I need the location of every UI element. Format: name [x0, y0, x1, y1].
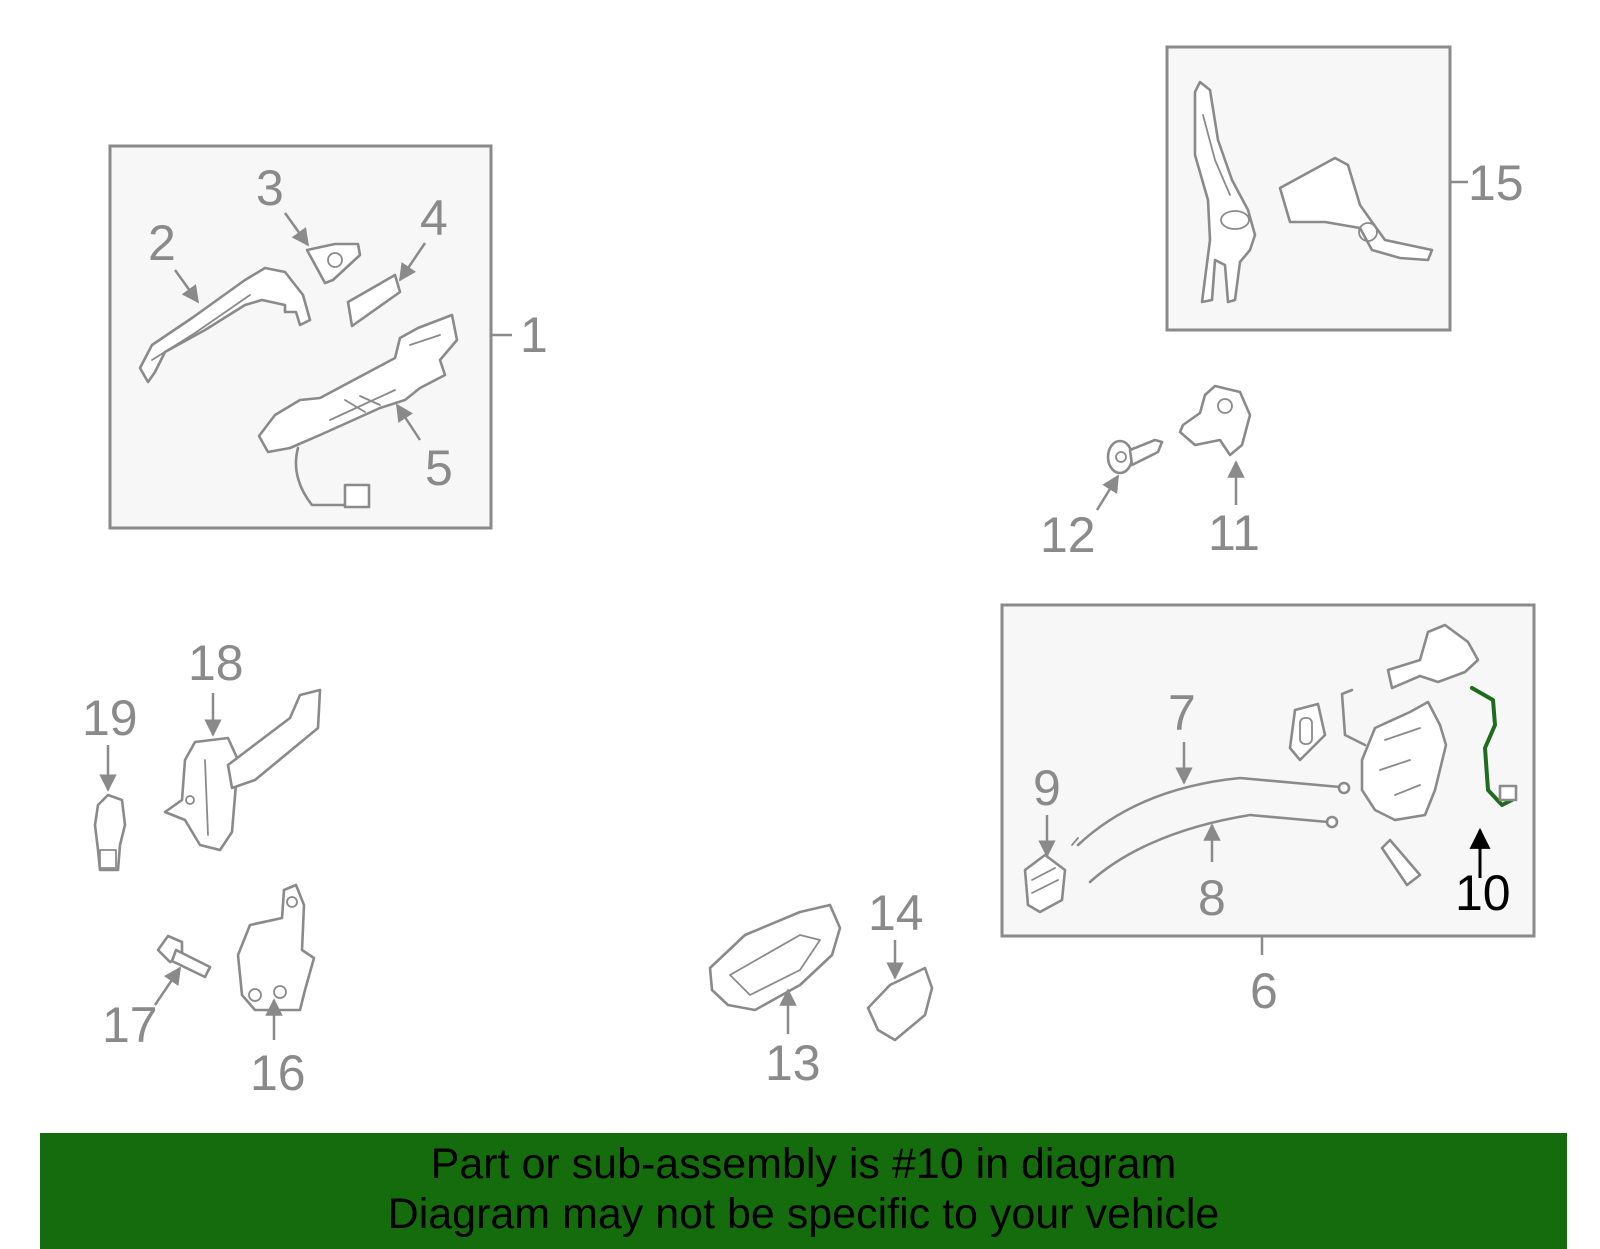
part-door-hinge[interactable] — [236, 883, 316, 1012]
callout-12: 12 — [1040, 507, 1096, 563]
callout-1: 1 — [520, 307, 548, 363]
callout-9: 9 — [1033, 760, 1061, 816]
part-door-latch[interactable] — [1340, 688, 1448, 822]
callout-5: 5 — [425, 440, 453, 496]
callout-18: 18 — [188, 635, 244, 691]
callout-19: 19 — [82, 690, 138, 746]
part-inside-handle-cable[interactable] — [1071, 776, 1351, 847]
callout-11: 11 — [1208, 505, 1260, 561]
part-key-set[interactable] — [1193, 80, 1257, 304]
part-key-cylinder-cap[interactable] — [305, 242, 362, 285]
callout-7: 7 — [1168, 685, 1196, 741]
callout-13: 13 — [765, 1035, 821, 1091]
callout-2: 2 — [148, 215, 176, 271]
part-handle-bezel[interactable] — [866, 966, 934, 1042]
part-handle-gasket[interactable] — [346, 273, 402, 328]
banner-line-2: Diagram may not be specific to your vehi… — [387, 1190, 1220, 1238]
callout-4: 4 — [420, 190, 448, 246]
part-inside-handle[interactable] — [708, 903, 842, 1012]
part-handle-frame[interactable] — [257, 313, 459, 509]
part-latch-cover[interactable] — [1386, 623, 1480, 690]
part-hinge-bolt[interactable] — [156, 934, 212, 979]
part-highlighted-actuator-wire[interactable] — [1470, 686, 1518, 807]
part-grommet[interactable] — [1288, 702, 1327, 762]
info-banner: Part or sub-assembly is #10 in diagram D… — [40, 1133, 1567, 1249]
callout-leaders — [99, 212, 1491, 1040]
callout-16: 16 — [250, 1045, 306, 1101]
callout-10-highlighted: 10 — [1455, 865, 1511, 921]
callout-17: 17 — [102, 997, 158, 1053]
part-door-striker[interactable] — [1178, 384, 1252, 457]
callout-14: 14 — [868, 885, 924, 941]
part-latch-wedge[interactable] — [1380, 838, 1422, 887]
banner-line-1: Part or sub-assembly is #10 in diagram — [430, 1140, 1177, 1188]
part-striker-screw[interactable] — [1106, 438, 1164, 475]
callout-6: 6 — [1250, 963, 1278, 1019]
part-lock-cable[interactable] — [1088, 813, 1339, 884]
part-outside-handle-grip[interactable] — [138, 266, 312, 384]
part-door-checker[interactable] — [163, 688, 322, 852]
callout-15: 15 — [1468, 155, 1524, 211]
part-lock-cylinder[interactable] — [1278, 156, 1434, 262]
callout-8: 8 — [1198, 870, 1226, 926]
callout-3: 3 — [256, 160, 284, 216]
part-checker-bushing[interactable] — [93, 793, 127, 872]
